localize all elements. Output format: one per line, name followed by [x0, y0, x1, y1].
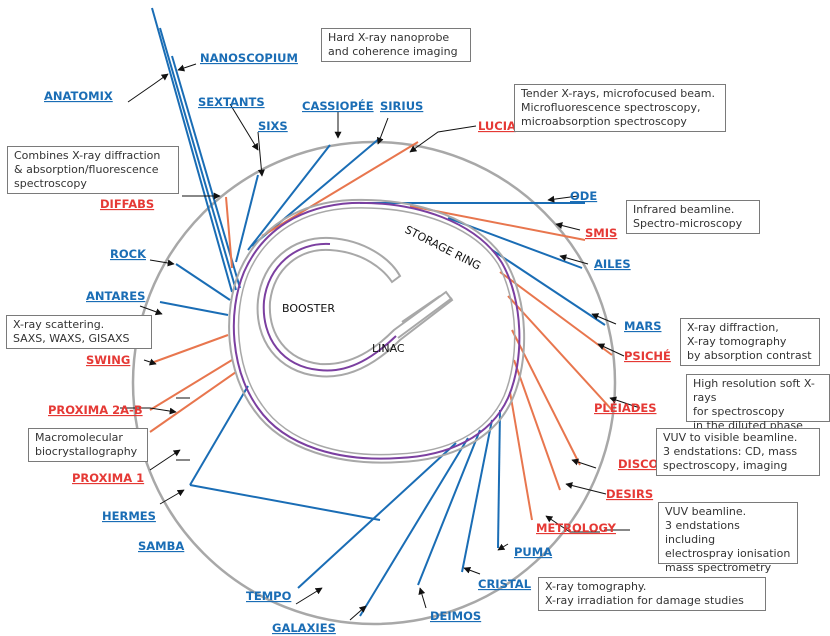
annotation-lucia: Tender X-rays, microfocused beam. Microf…: [514, 84, 726, 132]
label-ailes[interactable]: AILES: [594, 257, 631, 271]
label-deimos[interactable]: DEIMOS: [430, 609, 481, 623]
annotation-swing: X-ray scattering. SAXS, WAXS, GISAXS: [6, 315, 152, 349]
label-diffabs[interactable]: DIFFABS: [100, 197, 154, 211]
annotation-desirs: VUV beamline. 3 endstations including el…: [658, 502, 798, 574]
label-cristal[interactable]: CRISTAL: [478, 577, 532, 591]
storage-ring-purple: [232, 201, 521, 460]
annotation-nanoscopium: Hard X-ray nanoprobe and coherence imagi…: [321, 28, 471, 62]
label-sextants[interactable]: SEXTANTS: [198, 95, 265, 109]
label-hermes[interactable]: HERMES: [102, 509, 156, 523]
label-desirs[interactable]: DESIRS: [606, 487, 653, 501]
booster-ring-outer: [256, 236, 454, 378]
storage-ring-label: STORAGE RING: [403, 223, 483, 272]
label-tempo[interactable]: TEMPO: [246, 589, 292, 603]
label-ode[interactable]: ODE: [570, 189, 597, 203]
storage-ring-inner: [237, 207, 516, 456]
leader-lines: [120, 63, 641, 621]
label-nanoscopium[interactable]: NANOSCOPIUM: [200, 51, 298, 65]
label-anatomix[interactable]: ANATOMIX: [44, 89, 113, 103]
label-rock[interactable]: ROCK: [110, 247, 147, 261]
annotation-psiche: X-ray diffraction, X-ray tomography by a…: [680, 318, 820, 366]
booster-label: BOOSTER: [282, 302, 335, 315]
storage-ring-outer: [228, 198, 526, 464]
label-disco[interactable]: DISCO: [618, 457, 659, 471]
annotation-disco: VUV to visible beamline. 3 endstations: …: [656, 428, 820, 476]
label-proxima-2a-b[interactable]: PROXIMA 2A-B: [48, 403, 143, 417]
label-psiche[interactable]: PSICHÉ: [624, 348, 671, 363]
label-mars[interactable]: MARS: [624, 319, 661, 333]
label-lucia[interactable]: LUCIA: [478, 119, 516, 133]
linac-label: LINAC: [372, 342, 405, 355]
label-smis[interactable]: SMIS: [585, 226, 617, 240]
label-sirius[interactable]: SIRIUS: [380, 99, 423, 113]
label-metrology[interactable]: METROLOGY: [536, 521, 617, 535]
annotation-proxima: Macromolecular biocrystallography: [28, 428, 148, 462]
label-sixs[interactable]: SIXS: [258, 119, 288, 133]
label-samba[interactable]: SAMBA: [138, 539, 184, 553]
label-proxima-1[interactable]: PROXIMA 1: [72, 471, 144, 485]
linac-line: [397, 295, 453, 339]
label-galaxies[interactable]: GALAXIES: [272, 621, 336, 635]
annotation-diffabs: Combines X-ray diffraction & absorption/…: [7, 146, 179, 194]
label-pleiades[interactable]: PLÉIADES: [594, 400, 656, 415]
annotation-pleiades: High resolution soft X-rays for spectros…: [686, 374, 830, 432]
label-cassiopee[interactable]: CASSIOPÉE: [302, 98, 374, 113]
annotation-metrology: X-ray tomography. X-ray irradiation for …: [538, 577, 766, 611]
booster-ring-purple: [262, 242, 397, 372]
label-swing[interactable]: SWING: [86, 353, 130, 367]
annotation-smis: Infrared beamline. Spectro-microscopy: [626, 200, 760, 234]
label-antares[interactable]: ANTARES: [86, 289, 145, 303]
label-puma[interactable]: PUMA: [514, 545, 552, 559]
